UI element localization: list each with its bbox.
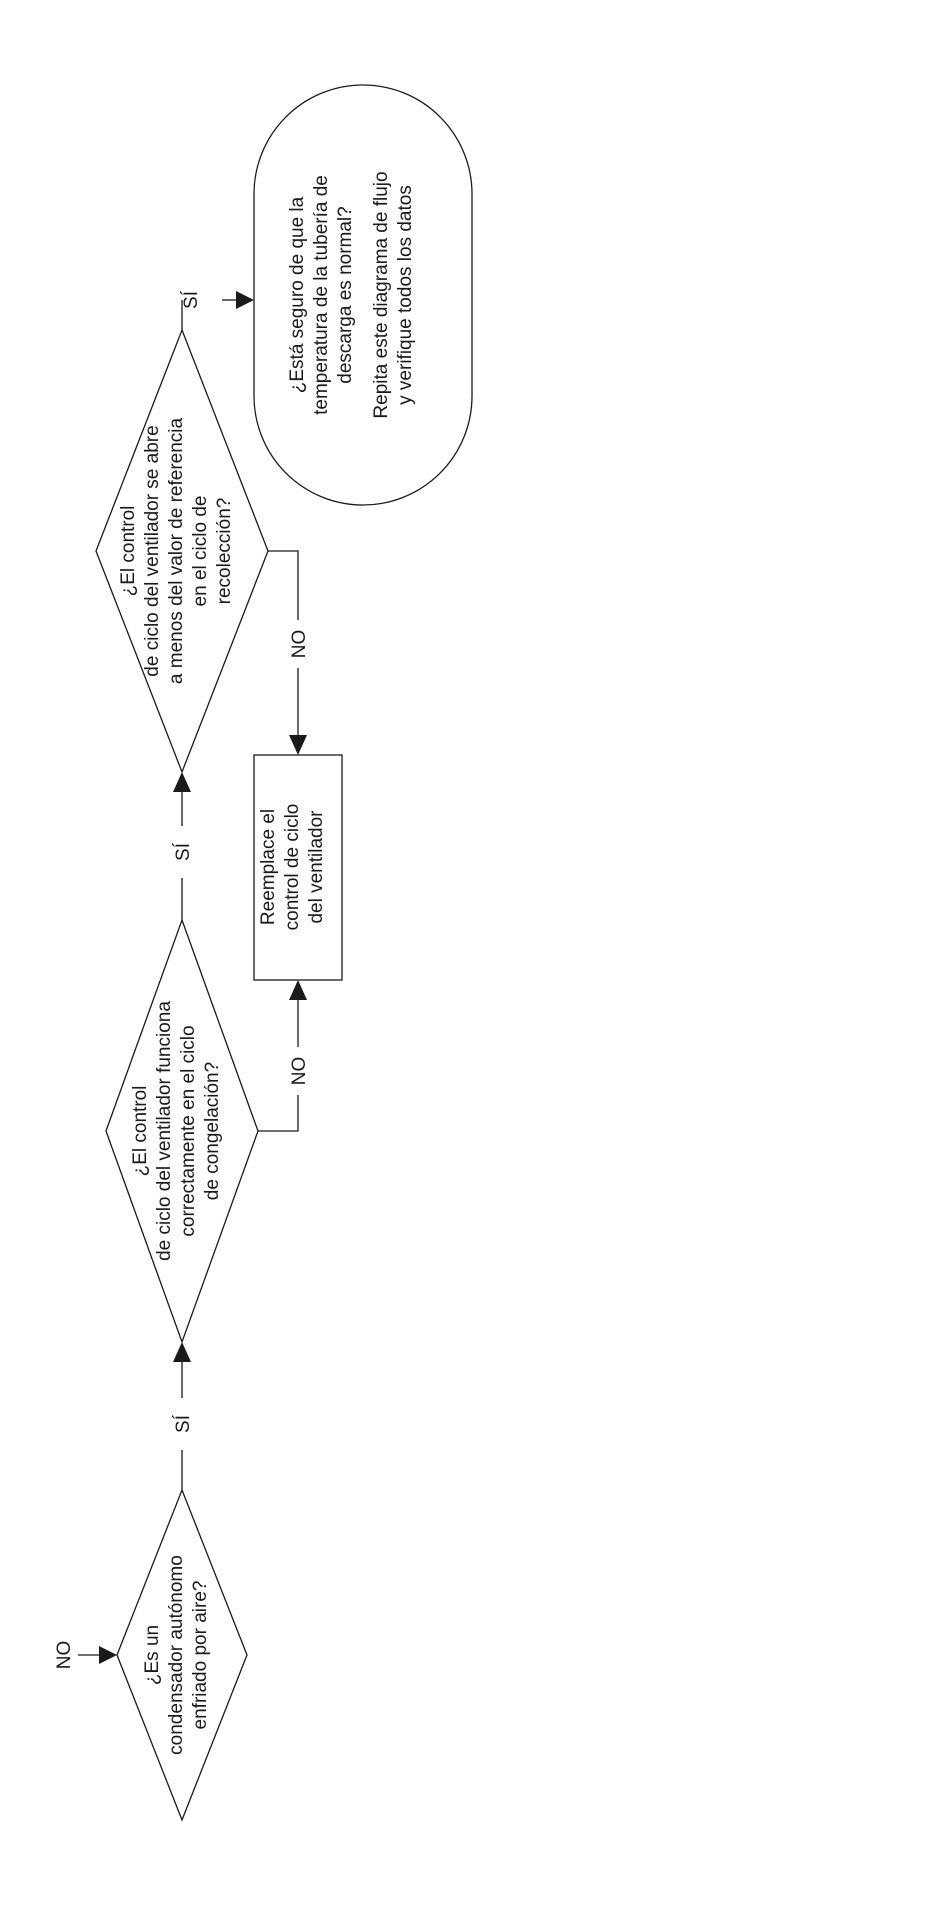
decision-air-cooled-shape (116, 1488, 248, 1822)
no-label-2: NO (289, 630, 310, 659)
yes-label-1: SÍ (173, 1414, 194, 1433)
process-replace-line-2: control de ciclo (282, 804, 303, 931)
decision-air-cooled-line-1: ¿Es un (142, 1625, 163, 1685)
terminal-line-3: descarga es normal? (335, 206, 356, 383)
decision-air-cooled-line-2: condensador autónomo (166, 1555, 187, 1755)
process-replace-line-3: del ventilador (306, 810, 327, 924)
terminal-line-1: ¿Está seguro de que la (287, 196, 308, 393)
yes-label-3: SÍ (181, 290, 202, 309)
terminal-line-2: temperatura de la tubería de (311, 175, 332, 415)
decision-fan-harvest-line-2: de ciclo del ventilador se abre (142, 425, 163, 676)
terminal-line-5: Repita este diagrama de flujo (371, 171, 392, 418)
decision-fan-harvest-line-4: en el ciclo de (190, 496, 211, 607)
no-arrowhead-2 (289, 735, 307, 755)
decision-fan-harvest-line-1: ¿El control (118, 506, 139, 597)
no-entry-label: NO (54, 1641, 75, 1670)
decision-fan-freeze-shape (105, 918, 259, 1344)
no-arrowhead-1 (289, 980, 307, 1000)
decision-fan-harvest-line-5: recolección? (214, 498, 235, 605)
terminal-check-text: ¿Está seguro de que la temperatura de la… (287, 171, 416, 418)
process-replace-line-1: Reemplace el (258, 809, 279, 925)
no-label-1: NO (289, 1057, 310, 1086)
decision-air-cooled-line-3: enfriado por aire? (190, 1581, 211, 1730)
no-connector-1a (258, 1095, 299, 1132)
decision-fan-freeze-line-1: ¿El control (130, 1086, 151, 1177)
decision-fan-freeze-line-3: correctamente en el ciclo (178, 1025, 199, 1236)
terminal-line-6: y verifique todos los datos (395, 185, 416, 405)
yes-arrowhead-3 (236, 291, 254, 309)
decision-air-cooled-text: ¿Es un condensador autónomo enfriado por… (142, 1555, 211, 1755)
no-entry-arrowhead (99, 1646, 117, 1664)
no-connector-2a (268, 550, 299, 620)
decision-fan-harvest-text: ¿El control de ciclo del ventilador se a… (118, 417, 235, 684)
terminal-check-discharge (253, 84, 473, 506)
decision-fan-harvest-line-3: a menos del valor de referencia (166, 417, 187, 684)
yes-arrowhead-2 (173, 772, 191, 792)
yes-arrowhead-1 (173, 1342, 191, 1362)
decision-fan-freeze-line-2: de ciclo del ventilador funciona (154, 1001, 175, 1261)
yes-label-2: SÍ (173, 842, 194, 861)
process-replace-text: Reemplace el control de ciclo del ventil… (258, 804, 327, 931)
decision-fan-harvest-shape (95, 328, 269, 774)
process-replace-fan-control (253, 754, 343, 981)
decision-fan-freeze-line-4: de congelación? (202, 1062, 223, 1200)
decision-fan-freeze-text: ¿El control de ciclo del ventilador func… (130, 1001, 223, 1261)
